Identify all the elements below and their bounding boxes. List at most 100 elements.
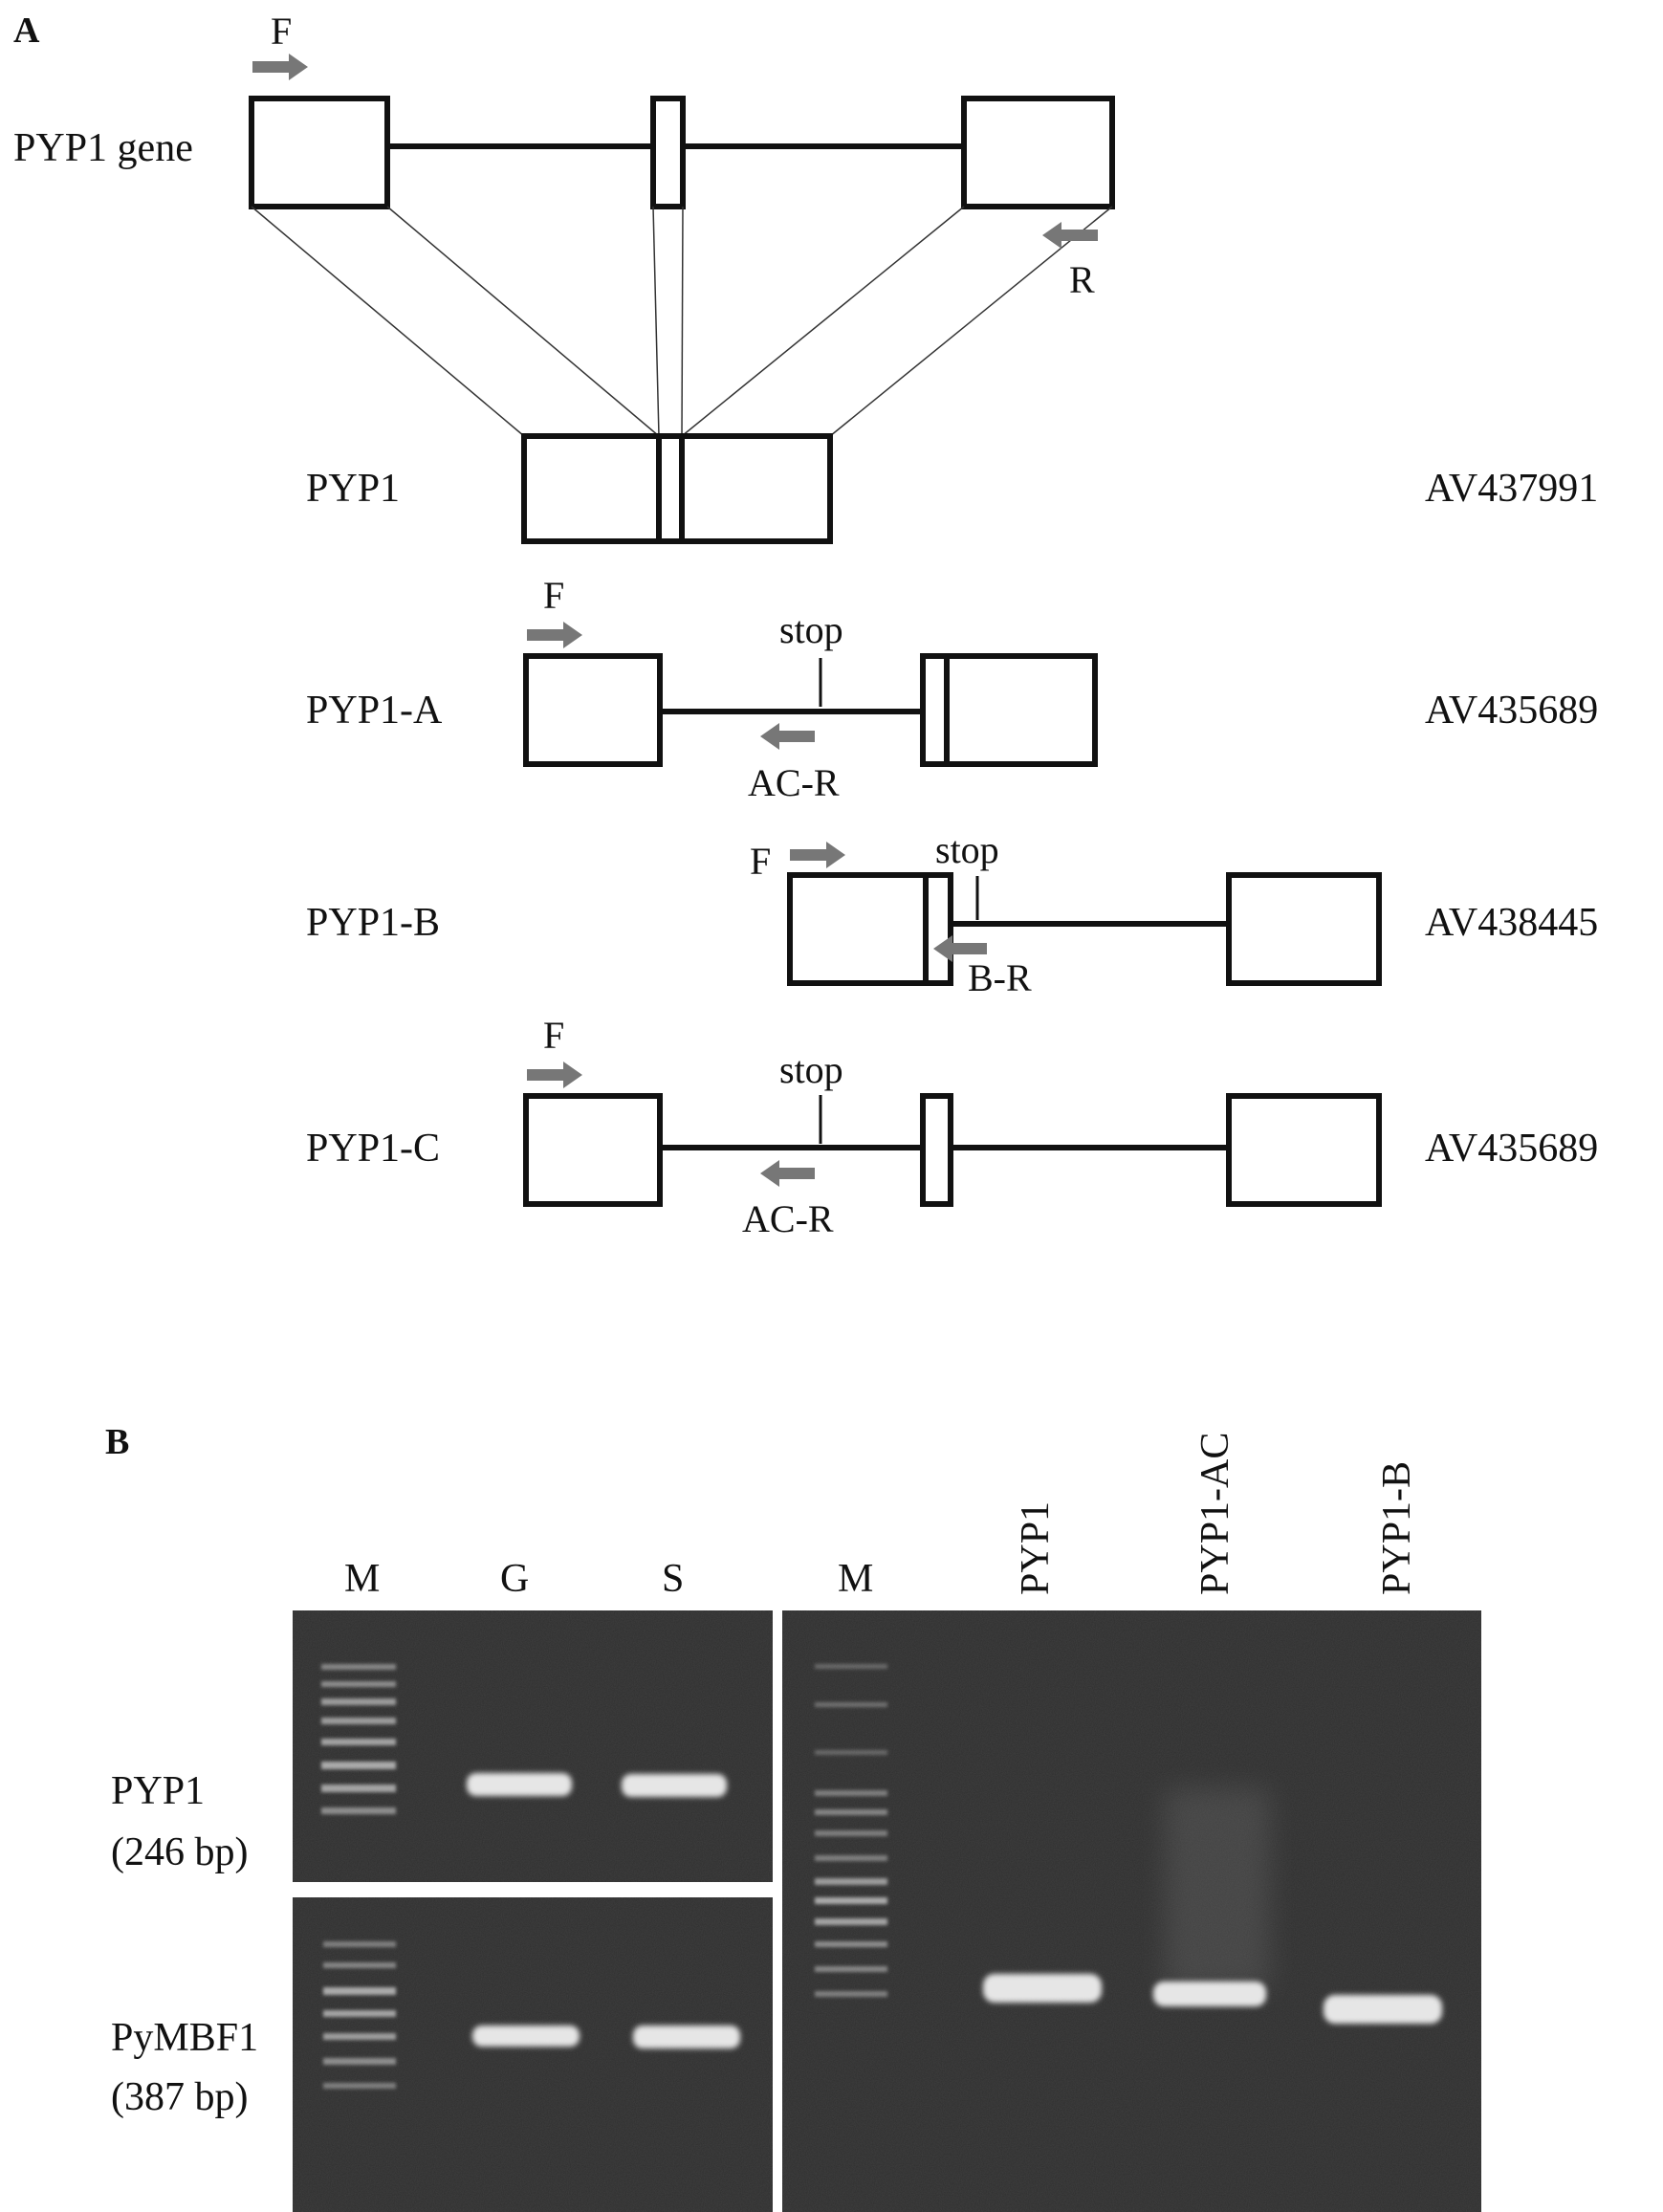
ladder-band [323,2033,396,2040]
row-label-pyp1: PYP1 [111,1769,205,1813]
primer-r-arrow-icon [1042,222,1098,249]
primer-ac-r-label: AC-R [742,1197,834,1240]
ladder [815,1664,887,1997]
transcript-name: PYP1-C [306,1127,440,1171]
ladder-band [815,1918,887,1925]
ladder-band [323,1987,396,1995]
ladder-band [321,1718,396,1724]
ladder-band [815,1991,887,1997]
transcript-pyp1-b: PYP1-B stop F B-R AV438445 [306,828,1598,999]
ladder-band [815,1878,887,1885]
primer-f-arrow-icon [527,1062,582,1088]
stop-label: stop [779,1048,843,1091]
primer-b-r-arrow-icon [933,935,987,962]
panel-a: A PYP1 gene F R [13,10,1598,1240]
ladder-band [815,1702,887,1707]
ladder-band [815,1855,887,1861]
splice-line [681,206,684,437]
transcript-name: PYP1-B [306,901,440,945]
ladder-band [815,1966,887,1972]
gene-label: PYP1 gene [13,126,193,170]
primer-ac-r-arrow-icon [760,723,815,750]
transcript-pyp1-c: PYP1-C stop F AC-R AV435689 [306,1014,1598,1240]
accession-number: AV435689 [1425,1127,1598,1171]
primer-f-label: F [543,1014,564,1057]
lane-label-pyp1-b: PYP1-B [1375,1461,1419,1595]
gel-isoforms [782,1610,1481,2212]
pcr-band-s [622,1774,727,1797]
gel-grain [782,1610,1481,2212]
gel-pyp1-gs [293,1610,773,1882]
primer-f-arrow-icon [790,842,845,868]
ladder-band [323,1962,396,1968]
ladder-band [815,1809,887,1815]
lane-label-m: M [344,1557,380,1601]
ladder [323,1941,396,2089]
transcript-name: PYP1-A [306,689,443,733]
ladder-band [321,1762,396,1769]
ladder-band [815,1941,887,1947]
ladder-band [321,1681,396,1687]
panel-b: B M G S M PYP1 PYP1-AC PYP1-B PYP1 (246 … [105,1422,1481,2212]
ladder-band [321,1785,396,1792]
gene-exon-1 [249,96,390,209]
lane-label-g: G [500,1557,529,1601]
pcr-band-pyp1-b [1324,1995,1442,2024]
exon [920,653,1098,767]
primer-ac-r-arrow-icon [760,1160,815,1187]
stop-label: stop [779,608,843,651]
ladder-band [321,1739,396,1745]
splice-line [681,206,965,437]
ladder-band [321,1698,396,1705]
ladder-band [321,1664,396,1670]
primer-f-label: F [750,840,771,883]
panel-b-letter: B [105,1422,129,1462]
primer-f-arrow-icon [527,622,582,648]
exon [521,433,833,544]
ladder-band [323,2010,396,2017]
ladder-band [321,1807,396,1814]
row-label-pyp1-size: (246 bp) [111,1830,248,1874]
row-label-pymbf1: PyMBF1 [111,2016,258,2060]
pcr-band-g [472,2026,580,2047]
gene-model: PYP1 gene F R [13,10,1115,437]
splicing-lines [251,206,1113,437]
primer-f-label: F [543,574,564,617]
pcr-band-pyp1-ac [1153,1982,1266,2006]
gel-grain [293,1897,773,2212]
ladder-band [815,1790,887,1796]
ladder-band [323,2058,396,2065]
gene-exon-2 [650,96,686,209]
ladder-band [815,1830,887,1836]
gel-grain [293,1610,773,1882]
exon [920,1093,953,1207]
smear [1165,1788,1270,1989]
lane-label-pyp1-ac: PYP1-AC [1193,1433,1237,1595]
splice-line [386,206,660,437]
row-label-pymbf1-size: (387 bp) [111,2075,248,2119]
accession-number: AV435689 [1425,689,1598,733]
splice-line [829,206,1113,437]
transcript-pyp1: PYP1 AV437991 [306,433,1598,544]
exon [1226,1093,1382,1207]
stop-label: stop [935,828,999,871]
ladder-band [815,1750,887,1755]
primer-r-label: R [1069,258,1095,301]
ladder-band [323,1941,396,1947]
ladder [321,1664,396,1814]
panel-a-letter: A [13,11,40,51]
exon [523,653,663,767]
exon [1226,872,1382,986]
gel-pymbf1-gs [293,1897,773,2212]
primer-f-label: F [271,10,292,53]
splice-line [652,206,660,437]
transcript-name: PYP1 [306,467,400,511]
pcr-band-s [633,2026,740,2048]
accession-number: AV437991 [1425,467,1598,511]
lane-label-m: M [838,1557,873,1601]
primer-ac-r-label: AC-R [748,761,840,804]
splice-line [251,206,525,437]
ladder-band [815,1897,887,1904]
primer-f-arrow-icon [252,54,308,80]
